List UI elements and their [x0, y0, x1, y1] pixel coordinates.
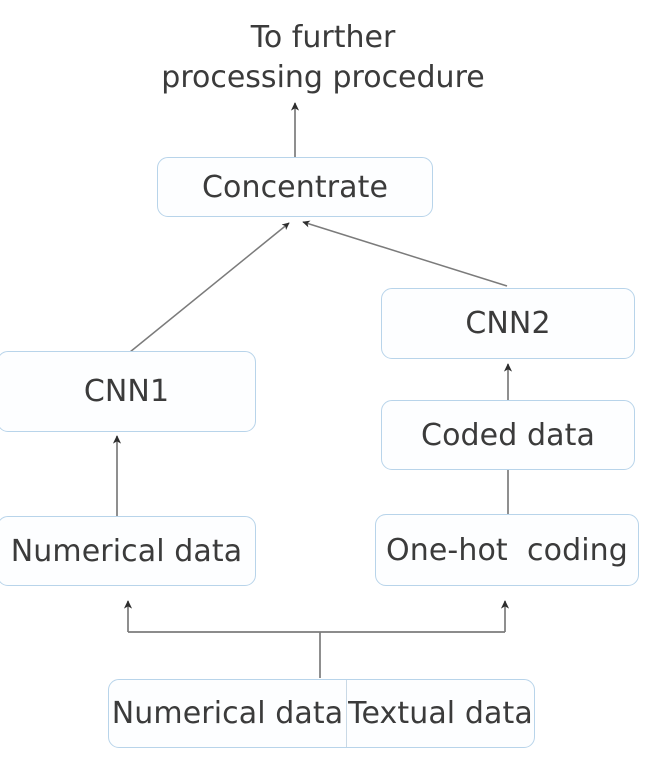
edge-source-branch-stem [128, 631, 505, 678]
source-cell-numerical[interactable]: Numerical data [109, 680, 347, 747]
edge-cnn2-to-concentrate [302, 220, 508, 287]
node-concentrate-label: Concentrate [201, 169, 389, 205]
output-caption: To further processing procedure [161, 20, 485, 95]
node-one-hot-coding-label: One-hot coding [386, 532, 628, 568]
node-cnn1-label: CNN1 [83, 374, 170, 409]
node-coded-data-label: Coded data [421, 417, 595, 453]
source-cell-numerical-label: Numerical data [111, 696, 344, 731]
node-numerical-data-label: Numerical data [10, 533, 243, 569]
source-cell-textual[interactable]: Textual data [347, 680, 534, 747]
node-numerical-data[interactable]: Numerical data [0, 516, 256, 586]
node-cnn2[interactable]: CNN2 [381, 288, 635, 359]
node-coded-data[interactable]: Coded data [381, 400, 635, 470]
node-cnn2-label: CNN2 [465, 306, 551, 341]
edge-cnn1-to-concentrate [129, 222, 290, 353]
node-cnn1[interactable]: CNN1 [0, 351, 256, 432]
node-source-data-box[interactable]: Numerical data Textual data [108, 679, 535, 748]
node-one-hot-coding[interactable]: One-hot coding [375, 514, 639, 586]
node-concentrate[interactable]: Concentrate [157, 157, 433, 217]
source-cell-textual-label: Textual data [348, 696, 533, 731]
